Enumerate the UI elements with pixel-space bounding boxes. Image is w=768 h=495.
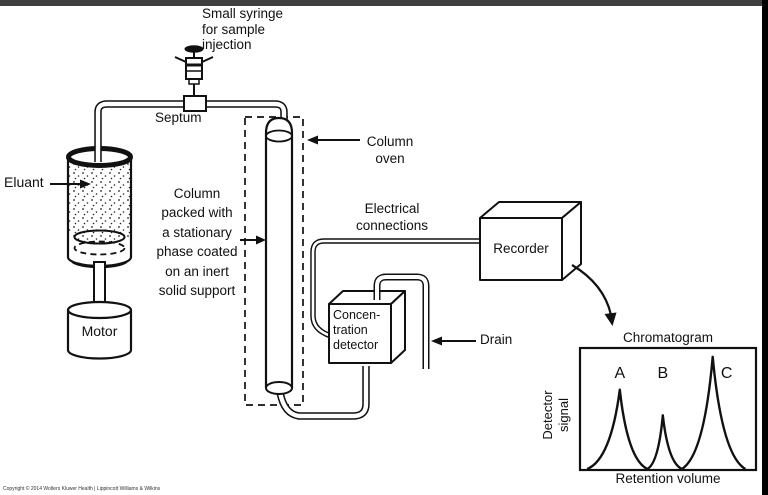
motor-label: Motor bbox=[81, 323, 118, 339]
peak-curve-B bbox=[646, 414, 683, 471]
syringe-icon bbox=[174, 45, 214, 97]
column-oven-outline bbox=[244, 116, 304, 406]
motor-icon bbox=[66, 300, 133, 360]
column-outlet-cap bbox=[265, 381, 293, 395]
chromatogram-plot-box bbox=[578, 346, 758, 472]
drain-tube bbox=[373, 273, 430, 370]
peak-curve-C bbox=[681, 355, 747, 471]
electrical-wire bbox=[310, 238, 481, 339]
window-top-bar bbox=[0, 0, 768, 6]
chromatogram-title: Chromatogram bbox=[622, 330, 714, 345]
x-axis-label: Retention volume bbox=[615, 471, 721, 486]
detector-label: Concen- tration detector bbox=[333, 308, 381, 352]
eluant-reservoir-icon bbox=[66, 146, 133, 269]
septum-label: Septum bbox=[155, 110, 202, 125]
window-right-bar bbox=[762, 0, 768, 495]
column-oven-arrow bbox=[307, 135, 360, 145]
column-icon bbox=[264, 116, 294, 388]
peak-label-C: C bbox=[721, 365, 733, 382]
recorder-box-icon bbox=[479, 201, 582, 281]
septum-icon bbox=[183, 95, 207, 112]
recorder-label: Recorder bbox=[493, 241, 549, 256]
drain-label: Drain bbox=[480, 332, 513, 347]
y-axis-label: Detector signal bbox=[540, 390, 571, 440]
packed-column-arrow bbox=[240, 235, 266, 245]
peak-label-A: A bbox=[614, 365, 625, 382]
packed-column-label: Column packed with a stationary phase co… bbox=[156, 186, 238, 299]
piston-icon bbox=[73, 229, 126, 245]
column-oven-label: Column oven bbox=[366, 134, 414, 166]
copyright-text: Copyright © 2014 Wolters Kluwer Health |… bbox=[3, 486, 161, 492]
recorder-to-chromatogram-arrow bbox=[571, 264, 617, 326]
eluant-arrow bbox=[50, 179, 91, 189]
column-to-detector-tube bbox=[276, 366, 370, 420]
peak-label-B: B bbox=[657, 365, 668, 382]
syringe-label: Small syringe for sample injection bbox=[202, 6, 284, 52]
peak-curve-A bbox=[586, 388, 649, 471]
drain-arrow bbox=[431, 336, 476, 346]
chromatogram-peaks: A B C bbox=[586, 355, 747, 471]
eluant-label: Eluant bbox=[4, 174, 44, 190]
piston-dashed-line bbox=[73, 240, 126, 256]
electrical-connections-label: Electrical connections bbox=[355, 201, 429, 233]
detector-box-icon bbox=[328, 290, 406, 364]
